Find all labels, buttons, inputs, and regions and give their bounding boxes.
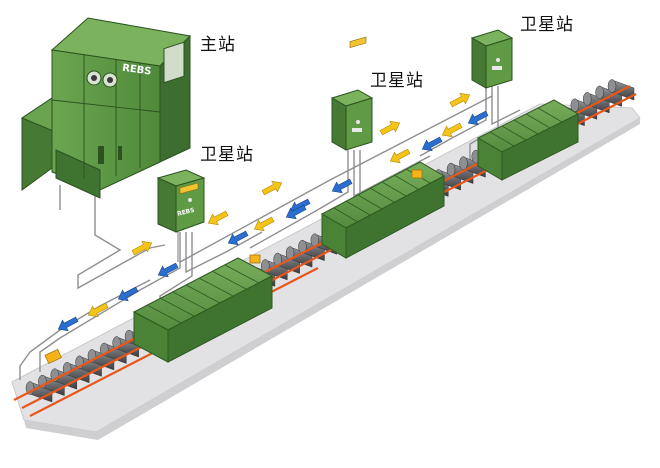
yellow-arrow-icon (389, 148, 411, 164)
blue-arrow-icon (57, 316, 79, 332)
blue-arrow-icon (331, 178, 353, 194)
yellow-arrow-icon (441, 122, 463, 138)
sensor-block (44, 348, 62, 365)
label-satellite-left: 卫星站 (200, 145, 254, 165)
yellow-arrow-icon (449, 92, 471, 108)
yellow-arrow-icon (87, 302, 109, 318)
blue-arrow-icon (421, 136, 443, 152)
yellow-arrow-icon (379, 120, 401, 136)
blue-arrow-icon (157, 262, 179, 278)
yellow-arrow-icon (253, 216, 275, 232)
blue-arrow-icon (467, 110, 489, 126)
satellite-station-2 (330, 36, 374, 151)
sensor-block (249, 254, 261, 264)
yellow-arrow-icon (207, 210, 229, 226)
satellite-station-3 (470, 29, 514, 89)
blue-arrow-icon (285, 204, 307, 220)
data-flow-arrows (57, 92, 489, 332)
mill-stand-3 (476, 99, 580, 181)
label-satellite-middle: 卫星站 (370, 71, 424, 91)
label-main-station: 主站 (200, 35, 236, 55)
label-satellite-right: 卫星站 (520, 15, 574, 35)
sensor-block (411, 169, 423, 179)
satellite-station-1: REBS (156, 169, 206, 262)
satellite-brand-text: REBS (177, 207, 196, 218)
cabinet-brand-text: REBS (121, 63, 152, 78)
blue-arrow-icon (227, 230, 249, 246)
mill-stand-1 (132, 257, 274, 363)
blue-arrow-icon (117, 286, 139, 302)
main-station-cabinet: REBS (20, 17, 192, 199)
mill-stand-2 (320, 161, 446, 259)
yellow-arrow-icon (261, 180, 283, 196)
yellow-arrow-icon (131, 240, 153, 256)
screen-panel (163, 41, 185, 84)
